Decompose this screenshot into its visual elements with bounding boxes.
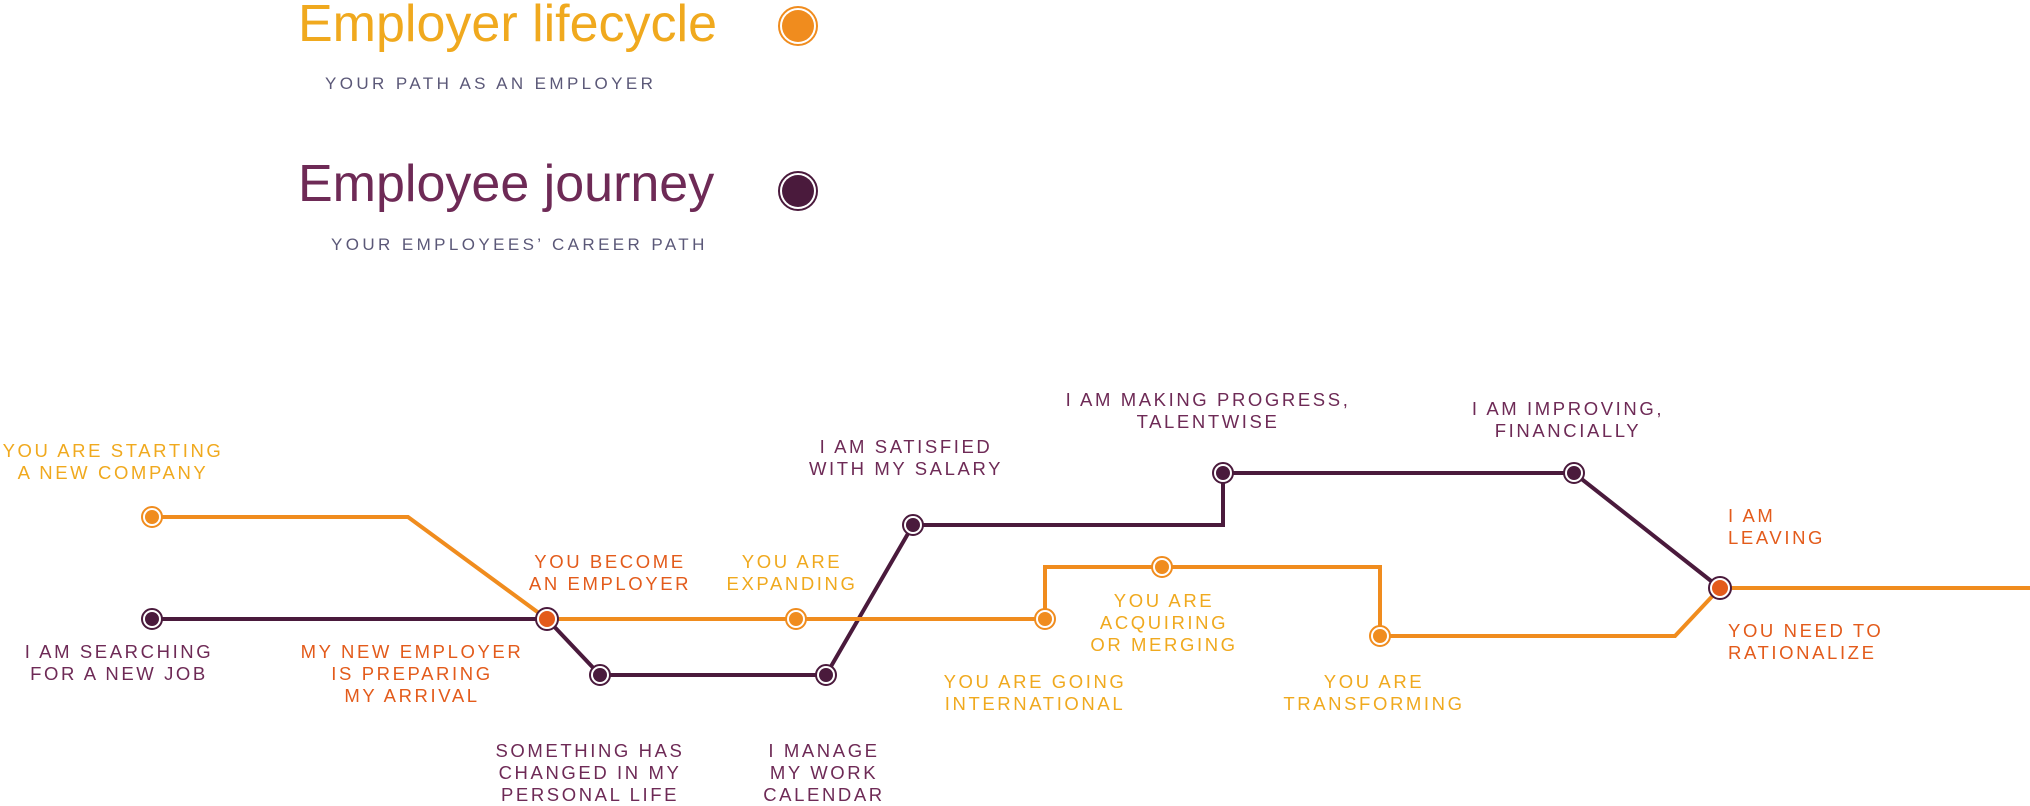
employee-legend-marker xyxy=(778,171,818,211)
label-going-international: YOU ARE GOING INTERNATIONAL xyxy=(943,671,1127,714)
label-preparing-arrival: MY NEW EMPLOYER IS PREPARING MY ARRIVAL xyxy=(300,641,524,706)
label-personal-life: SOMETHING HAS CHANGED IN MY PERSONAL LIF… xyxy=(495,740,685,805)
label-searching-job: I AM SEARCHING FOR A NEW JOB xyxy=(24,641,214,684)
label-improving-financially: I AM IMPROVING, FINANCIALLY xyxy=(1471,398,1665,441)
station-progress-talentwise xyxy=(1212,462,1234,484)
station-improving-financially xyxy=(1563,462,1585,484)
label-work-calendar: I MANAGE MY WORK CALENDAR xyxy=(763,740,885,805)
station-going-international xyxy=(1034,608,1056,630)
station-expanding xyxy=(785,608,807,630)
label-expanding: YOU ARE EXPANDING xyxy=(726,551,858,594)
station-transforming xyxy=(1369,625,1391,647)
employer-legend-title: Employer lifecycle xyxy=(298,0,718,53)
employer-legend-marker xyxy=(778,6,818,46)
label-progress-talentwise: I AM MAKING PROGRESS, TALENTWISE xyxy=(1065,389,1351,432)
employer-line xyxy=(152,515,2030,638)
station-leaving xyxy=(1708,576,1732,600)
label-rationalize: YOU NEED TO RATIONALIZE xyxy=(1728,620,1884,663)
label-acquiring-merging: YOU ARE ACQUIRING OR MERGING xyxy=(1090,590,1238,655)
station-satisfied-salary xyxy=(902,514,924,536)
station-searching-job xyxy=(141,608,163,630)
employee-legend-title: Employee journey xyxy=(298,155,715,213)
employer-legend-subtitle: YOUR PATH AS AN EMPLOYER xyxy=(325,74,657,93)
station-acquiring-merging xyxy=(1151,556,1173,578)
label-start-company: YOU ARE STARTING A NEW COMPANY xyxy=(2,440,224,483)
station-work-calendar xyxy=(815,664,837,686)
label-become-employer: YOU BECOME AN EMPLOYER xyxy=(528,551,692,594)
label-leaving: I AM LEAVING xyxy=(1728,505,1826,548)
station-become-employer xyxy=(535,607,559,631)
station-personal-life xyxy=(589,664,611,686)
label-satisfied-salary: I AM SATISFIED WITH MY SALARY xyxy=(808,436,1004,479)
station-start-company xyxy=(141,506,163,528)
employee-legend-subtitle: YOUR EMPLOYEES’ CAREER PATH xyxy=(331,235,708,254)
label-transforming: YOU ARE TRANSFORMING xyxy=(1283,671,1465,714)
